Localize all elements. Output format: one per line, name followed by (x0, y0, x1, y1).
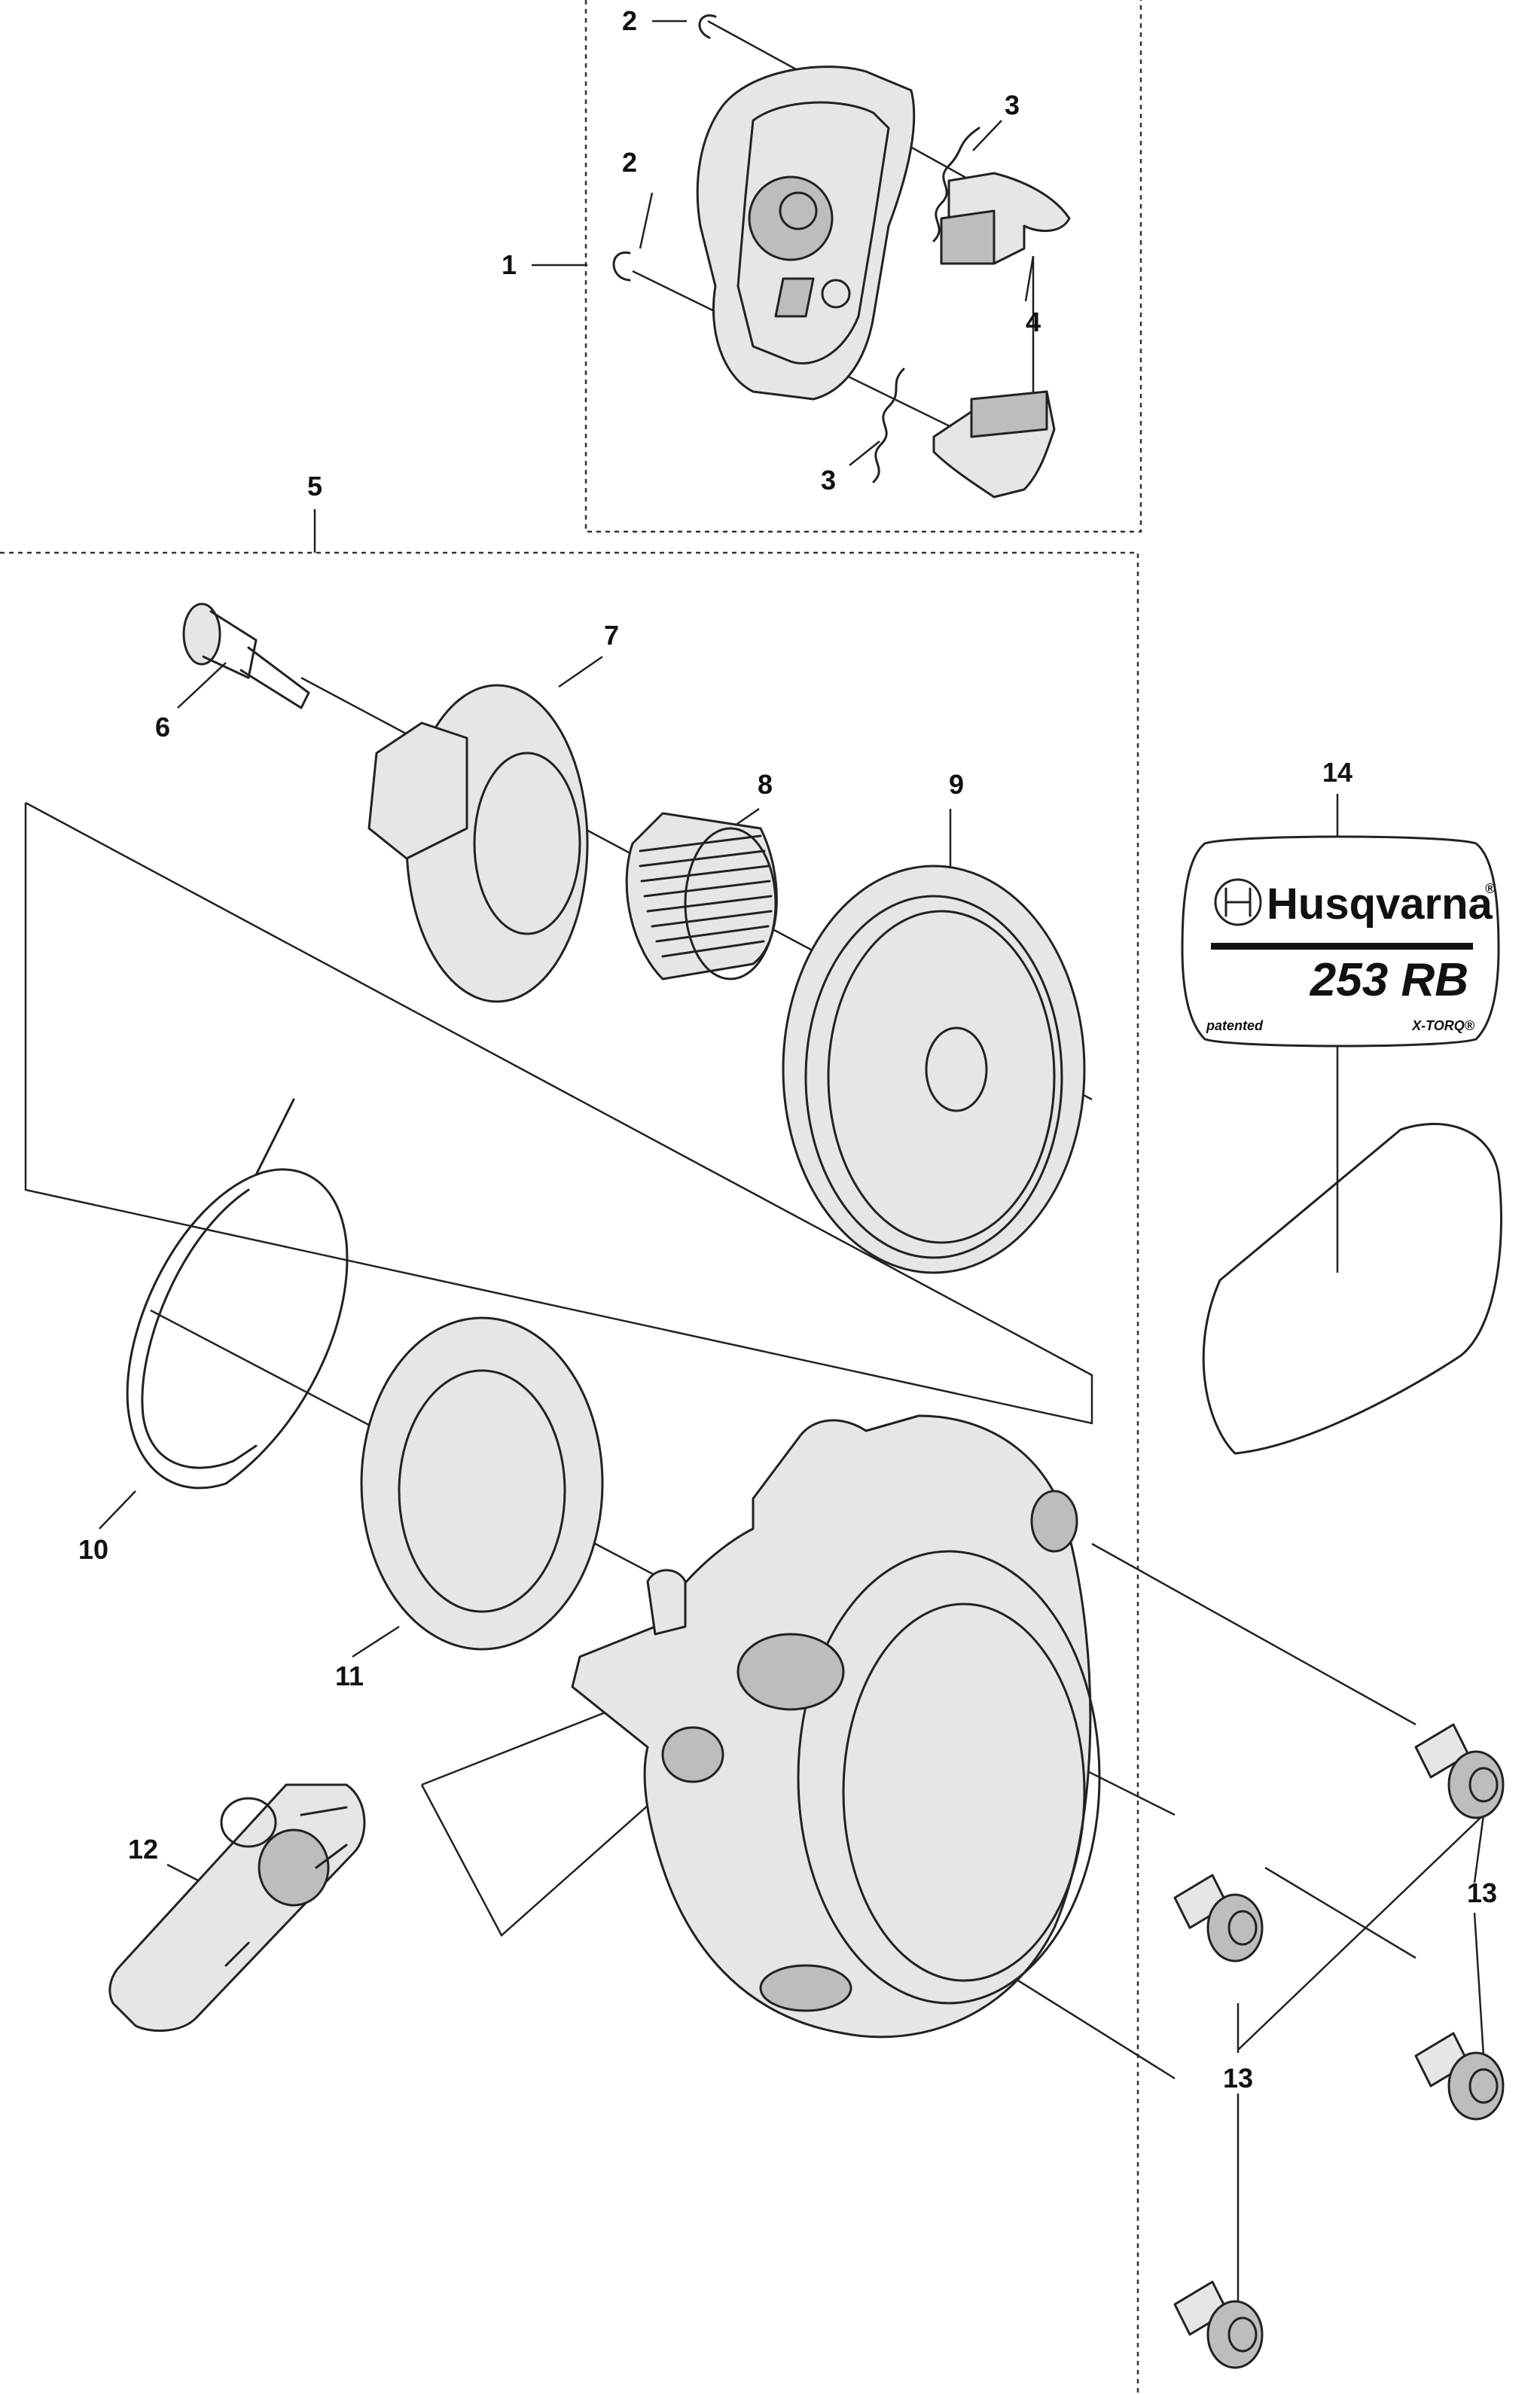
decal-registered-mark: ® (1485, 881, 1496, 896)
part-4-pawls (932, 172, 1071, 499)
decal-backing (1202, 1123, 1502, 1455)
part-13-screws (1173, 1723, 1505, 2369)
callout-8: 8 (758, 769, 773, 800)
screw-2 (1173, 1874, 1264, 1962)
callout-5: 5 (307, 471, 322, 502)
decal-outline (1181, 835, 1500, 1048)
part-14-decal: Husqvarna ® 253 RB patented X-TORQ® (1181, 835, 1502, 1455)
callout-2a: 2 (622, 5, 637, 36)
part-11-washer (360, 1316, 604, 1651)
callout-13b: 13 (1223, 2063, 1253, 2094)
callout-1: 1 (502, 249, 517, 280)
screw-1 (1414, 1723, 1505, 1819)
callout-4: 4 (1026, 306, 1041, 337)
screw-3 (1414, 2032, 1505, 2121)
part-3-springs (872, 127, 980, 483)
part-10-recoil-spring (126, 1098, 349, 1490)
callouts: 2 3 2 1 4 3 5 7 6 14 8 9 10 11 12 13 13 (78, 5, 1497, 2094)
callout-13a: 13 (1467, 1877, 1497, 1908)
callout-3a: 3 (1005, 90, 1020, 120)
callout-2b: 2 (622, 147, 637, 178)
part-2-retaining-rings (612, 14, 717, 282)
callout-10: 10 (78, 1534, 108, 1565)
screw-4 (1173, 2280, 1264, 2369)
crown-logo-icon (1214, 878, 1262, 926)
part-8-coil (625, 812, 778, 980)
callout-7: 7 (604, 620, 619, 651)
part-6-shoulder-screw (182, 602, 310, 709)
callout-9: 9 (949, 769, 964, 800)
part-12-handle (108, 1783, 366, 2033)
decal-footer-right: X-TORQ® (1411, 1018, 1475, 1033)
part-9-rope-pulley (782, 865, 1086, 1274)
callout-6: 6 (155, 712, 170, 743)
callout-3b: 3 (821, 465, 836, 496)
decal-brand: Husqvarna (1267, 880, 1493, 929)
part-1-pawl-carrier (696, 66, 916, 401)
part-7-pulley-hub (367, 684, 589, 1003)
callout-11: 11 (335, 1661, 364, 1691)
callout-14: 14 (1322, 757, 1352, 788)
callout-12: 12 (128, 1834, 158, 1865)
decal-model: 253 RB (1310, 954, 1468, 1006)
decal-rule (1211, 943, 1473, 950)
starter-housing (571, 1414, 1101, 2039)
decal-footer-left: patented (1206, 1018, 1264, 1033)
